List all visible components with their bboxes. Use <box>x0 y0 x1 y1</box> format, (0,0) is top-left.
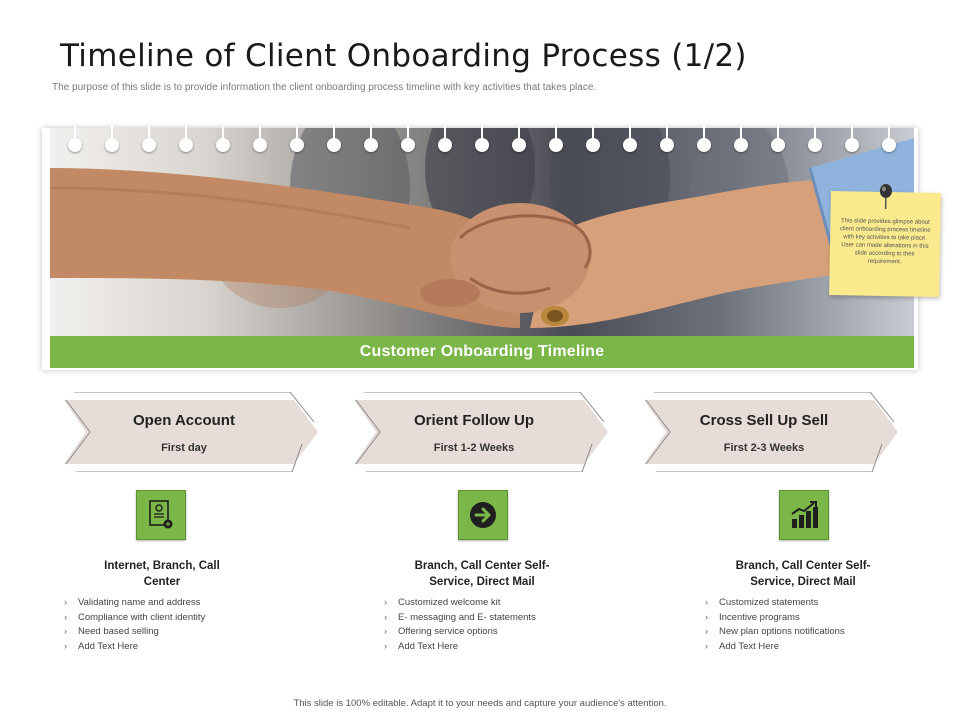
list-item: Add Text Here <box>62 640 262 655</box>
column-open-account: Internet, Branch, Call Center Validating… <box>62 558 262 654</box>
binding-ring <box>512 126 526 152</box>
binding-ring <box>364 126 378 152</box>
binding-ring <box>253 126 267 152</box>
stage-arrow-shape <box>64 392 318 472</box>
binding-ring <box>290 126 304 152</box>
stage-title: Cross Sell Up Sell <box>699 412 829 429</box>
binding-ring <box>105 126 119 152</box>
stage-time: First 2-3 Weeks <box>723 442 805 454</box>
binding-ring <box>734 126 748 152</box>
binding-ring <box>549 126 563 152</box>
channel-heading: Branch, Call Center Self-Service, Direct… <box>735 560 871 588</box>
stage-time: First 1-2 Weeks <box>433 442 515 454</box>
stage-orient-follow-up: Orient Follow Up First 1-2 Weeks <box>354 392 610 472</box>
list-item: Validating name and address <box>62 596 262 611</box>
channel-heading: Branch, Call Center Self-Service, Direct… <box>414 560 550 588</box>
banner-label: Customer Onboarding Timeline <box>50 336 914 368</box>
stage-time: First day <box>161 442 207 454</box>
slide-title: Timeline of Client Onboarding Process (1… <box>60 38 747 74</box>
list-item: Offering service options <box>382 625 582 640</box>
pushpin-icon <box>879 184 892 210</box>
column-orient-follow-up: Branch, Call Center Self-Service, Direct… <box>382 558 582 654</box>
arrow-right-circle-icon <box>458 490 508 540</box>
footer-note: This slide is 100% editable. Adapt it to… <box>293 698 667 709</box>
list-item: E- messaging and E- statements <box>382 611 582 626</box>
binding-ring <box>327 126 341 152</box>
channel-heading: Internet, Branch, Call Center <box>104 560 220 588</box>
spiral-binding <box>60 126 900 162</box>
list-item: Incentive programs <box>703 611 903 626</box>
slide-subtitle: The purpose of this slide is to provide … <box>52 82 597 93</box>
stage-title: Orient Follow Up <box>414 412 534 429</box>
binding-ring <box>216 126 230 152</box>
sticky-note: This slide provides glimpse about client… <box>829 184 941 297</box>
binding-ring <box>475 126 489 152</box>
list-item: Compliance with client identity <box>62 611 262 626</box>
binding-ring <box>586 126 600 152</box>
column-cross-sell-up-sell: Branch, Call Center Self-Service, Direct… <box>703 558 903 654</box>
binding-ring <box>697 126 711 152</box>
list-item: Add Text Here <box>382 640 582 655</box>
stage-cross-sell-up-sell: Cross Sell Up Sell First 2-3 Weeks <box>644 392 900 472</box>
binding-ring <box>68 126 82 152</box>
list-item: Need based selling <box>62 625 262 640</box>
binding-ring <box>179 126 193 152</box>
document-certificate-icon <box>136 490 186 540</box>
stage-arrow-shape <box>644 392 898 472</box>
activity-list: Customized welcome kit E- messaging and … <box>382 596 582 654</box>
binding-ring <box>808 126 822 152</box>
sticky-note-text: This slide provides glimpse about client… <box>839 218 931 266</box>
binding-ring <box>660 126 674 152</box>
stage-open-account: Open Account First day <box>64 392 320 472</box>
stage-title: Open Account <box>133 412 235 429</box>
binding-ring <box>882 126 896 152</box>
stage-arrow-shape <box>354 392 608 472</box>
activity-list: Validating name and address Compliance w… <box>62 596 262 654</box>
binding-ring <box>623 126 637 152</box>
binding-ring <box>845 126 859 152</box>
binding-ring <box>142 126 156 152</box>
banner: Customer Onboarding Timeline <box>42 128 918 370</box>
list-item: Customized statements <box>703 596 903 611</box>
binding-ring <box>401 126 415 152</box>
handshake-photo <box>50 128 914 336</box>
binding-ring <box>438 126 452 152</box>
list-item: Add Text Here <box>703 640 903 655</box>
growth-chart-icon <box>779 490 829 540</box>
list-item: Customized welcome kit <box>382 596 582 611</box>
activity-list: Customized statements Incentive programs… <box>703 596 903 654</box>
list-item: New plan options notifications <box>703 625 903 640</box>
binding-ring <box>771 126 785 152</box>
